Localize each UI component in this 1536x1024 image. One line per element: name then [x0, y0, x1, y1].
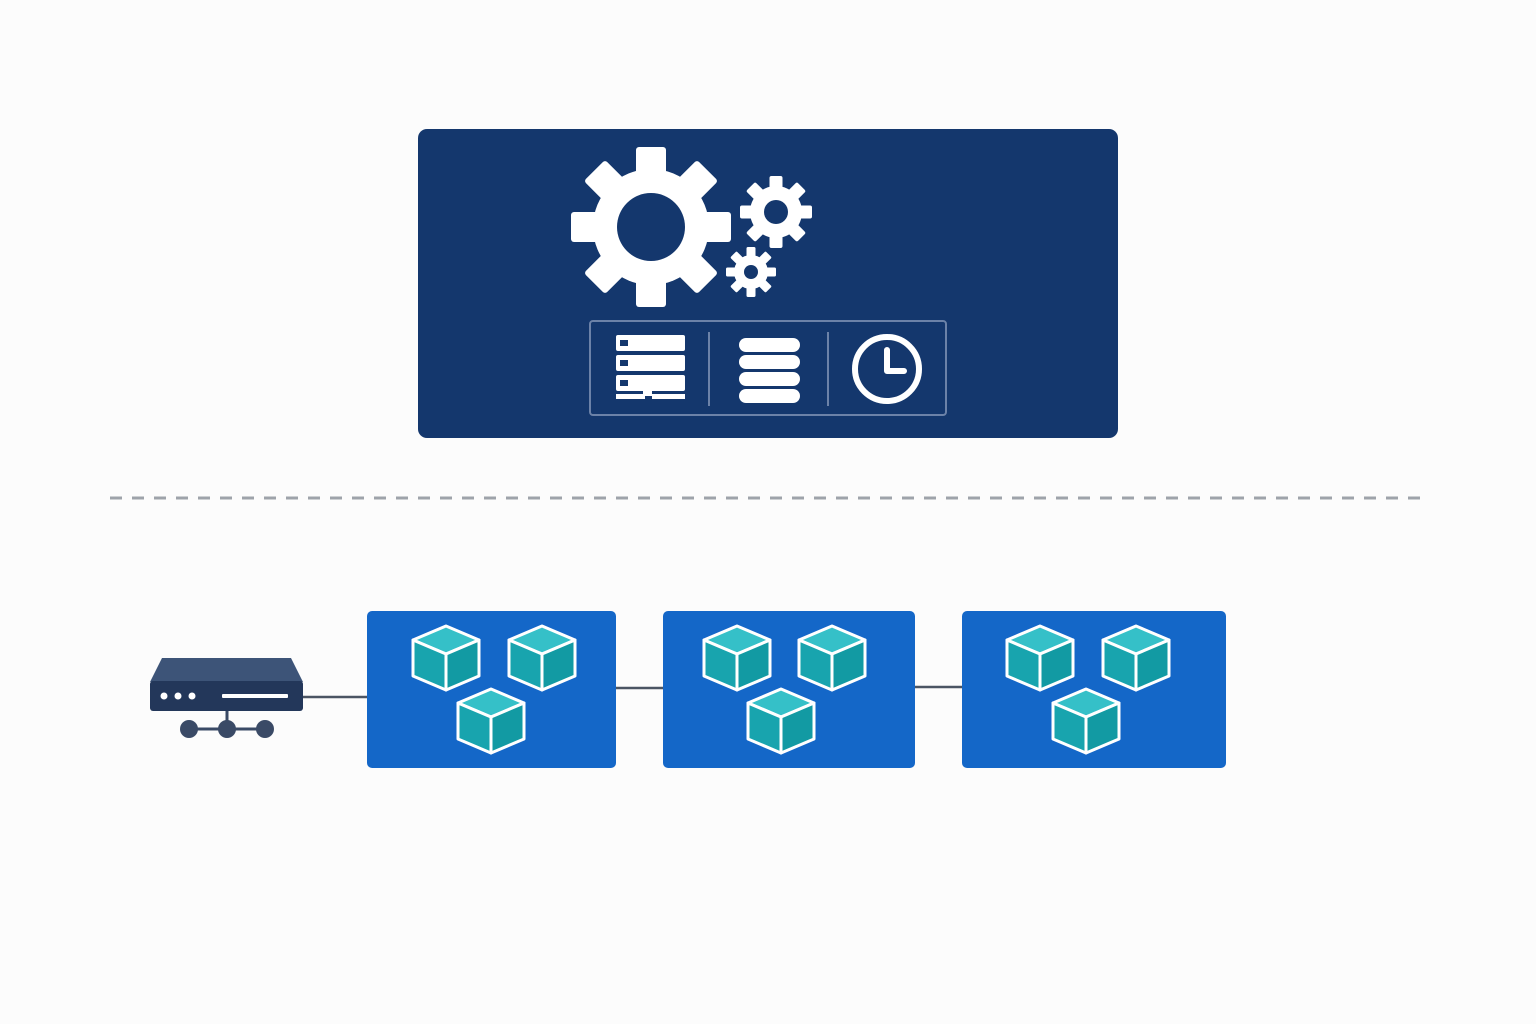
clock-icon [852, 334, 922, 404]
gear-small-icon [726, 247, 776, 297]
gear-large-icon [571, 147, 731, 307]
container-cube-icon [1101, 624, 1171, 692]
container-cube-icon [456, 687, 526, 755]
control-plane-panel [418, 129, 1118, 438]
container-cube-icon [411, 624, 481, 692]
node-group-2 [663, 611, 915, 768]
network-switch-icon [150, 658, 303, 738]
container-cube-icon [507, 624, 577, 692]
node-group-3 [962, 611, 1226, 768]
container-cube-icon [1005, 624, 1075, 692]
gear-medium-icon [740, 176, 812, 248]
container-cube-icon [1051, 687, 1121, 755]
container-cube-icon [702, 624, 772, 692]
connectors [302, 685, 963, 699]
database-icon [739, 338, 800, 403]
node-group-1 [367, 611, 616, 768]
container-cube-icon [746, 687, 816, 755]
component-strip [589, 320, 947, 416]
server-rack-icon [616, 335, 685, 399]
container-cube-icon [797, 624, 867, 692]
